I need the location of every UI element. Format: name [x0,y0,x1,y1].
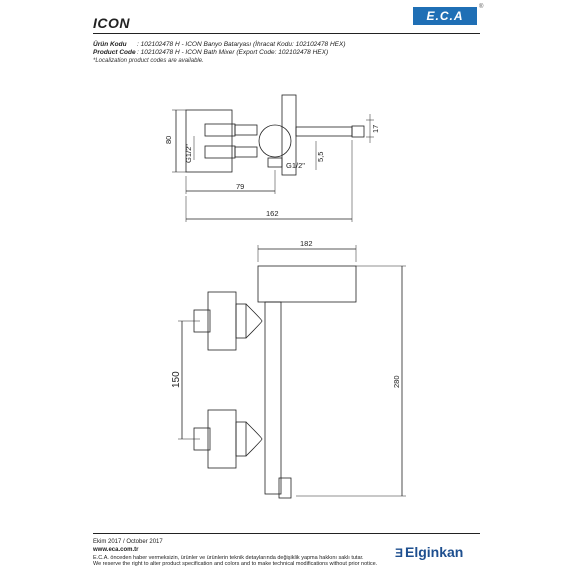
footer-rule [93,533,480,534]
product-code-value: : 102102478 H - ICON Bath Mixer (Export … [137,49,329,56]
elginkan-brand-text: Elginkan [405,544,464,560]
front-view-lower-flange [207,409,237,469]
footer-disclaimer-en: We reserve the right to alter product sp… [93,561,378,567]
top-view-shower-outlet [267,157,283,168]
header-rule [93,33,480,34]
top-view-nut-upper [234,124,258,136]
product-info: Ürün Kodu : 102102478 H - ICON Banyo Bata… [93,41,345,65]
top-view-body [258,124,292,158]
front-view-column [264,301,282,495]
front-view-upper-elbow [245,303,263,339]
urun-kodu-value: : 102102478 H - ICON Banyo Bataryası (İh… [137,41,346,48]
footer-disclaimer-tr: E.C.A. önceden haber vermeksizin, ürünle… [93,555,364,561]
dim-thread-left: G1/2" [184,144,193,163]
eca-logo: E.C.A [413,7,477,25]
dim-spout-height: 17 [371,125,380,133]
eca-logo-text: E.C.A [426,9,464,23]
footer-website[interactable]: www.eca.com.tr [93,547,139,553]
urun-kodu-row: Ürün Kodu : 102102478 H - ICON Banyo Bata… [93,41,345,49]
top-view-wall-plate [185,109,233,173]
front-view-lower-elbow [245,421,263,457]
page-title: ICON [93,15,130,31]
top-view-spout [295,126,353,137]
top-view-inlet-upper [204,123,236,137]
dim-top-height: 80 [164,136,173,144]
front-view-spout [257,265,357,303]
dim-thread-bottom: G1/2" [286,161,305,170]
elginkan-mark-icon: Ǝ [395,546,404,560]
product-code-row: Product Code: 102102478 H - ICON Bath Mi… [93,49,345,57]
dim-spout-offset: 5,5 [316,152,325,162]
front-view-upper-flange [207,291,237,351]
front-view-lower-nut [235,421,247,457]
top-view-spout-tip [351,125,365,138]
front-view-upper-nut [235,303,247,339]
top-view-nut-lower [234,146,258,158]
top-view-inlet-lower [204,145,236,159]
dim-width-total: 182 [300,239,313,248]
dim-depth-total: 162 [266,209,279,218]
dim-depth-body: 79 [236,182,244,191]
product-code-label: Product Code [93,49,136,56]
front-view-outlet [278,477,292,499]
dim-height-total: 280 [392,375,401,388]
registered-mark: ® [479,4,484,10]
localization-note: *Localization product codes are availabl… [93,58,204,64]
footer-date: Ekim 2017 / October 2017 [93,539,163,545]
dim-inlet-distance: 150 [171,371,182,388]
urun-kodu-label: Ürün Kodu [93,41,127,48]
